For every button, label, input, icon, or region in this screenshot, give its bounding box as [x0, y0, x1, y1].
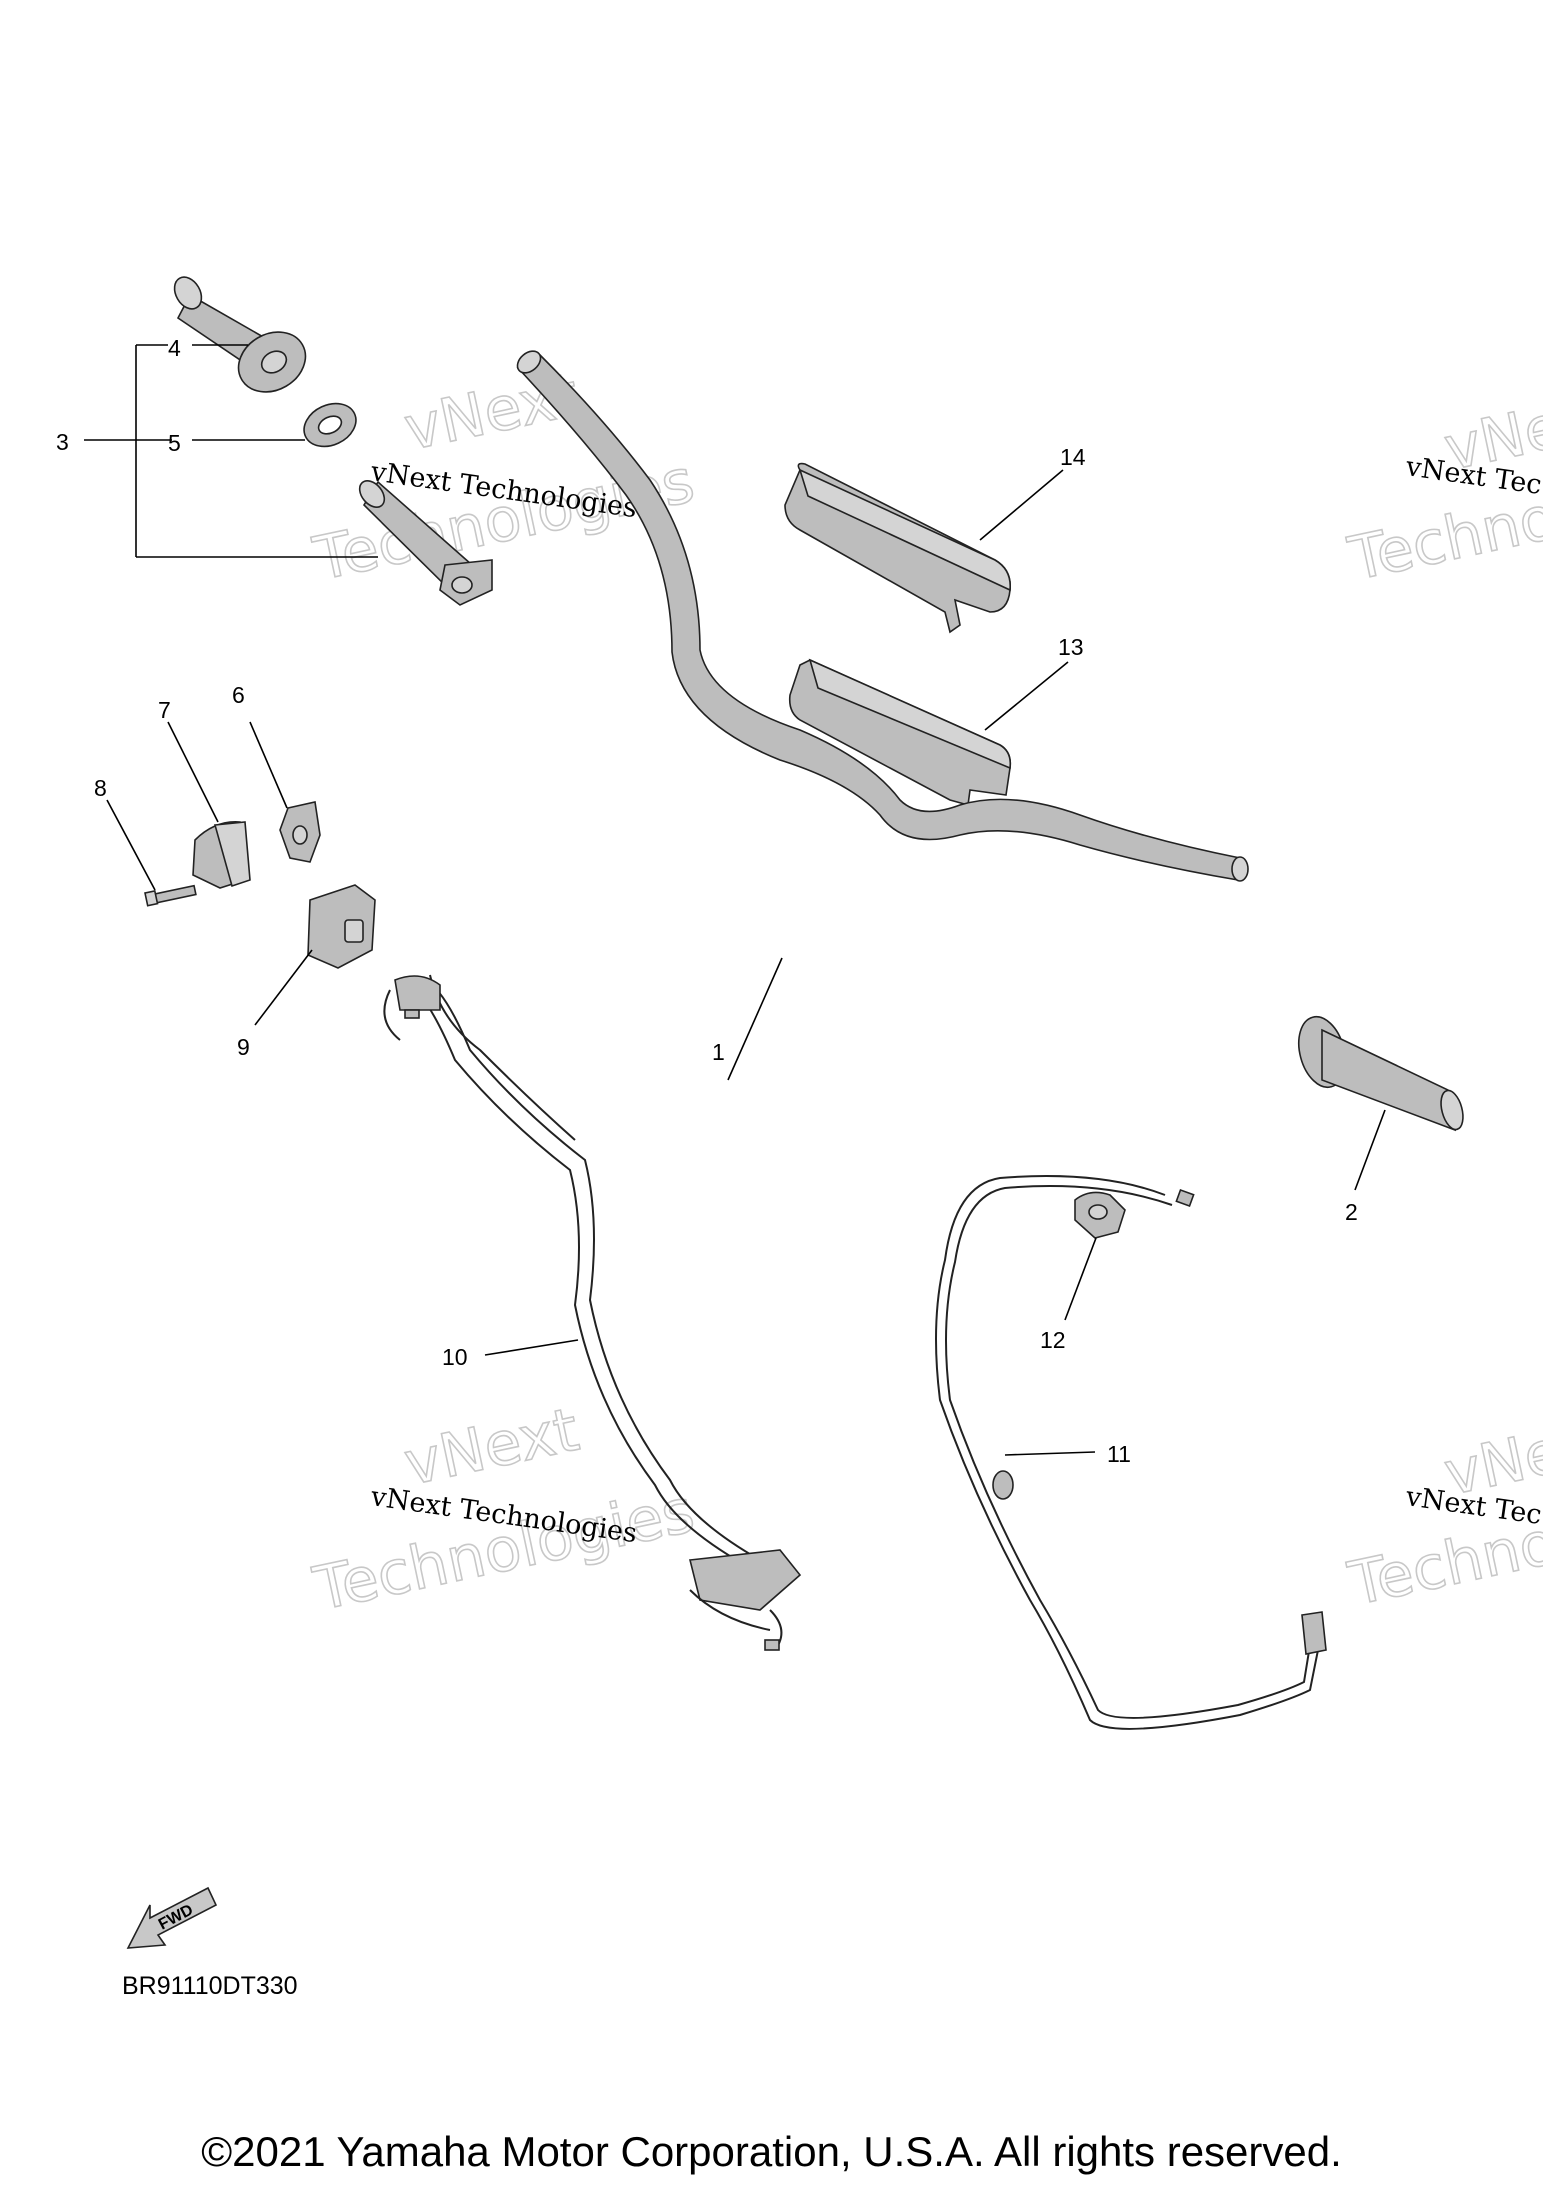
callout-11: 11: [1107, 1441, 1131, 1467]
callout-5: 5: [168, 430, 181, 456]
part-handlebar: [516, 350, 1249, 882]
watermark-outline-bottom: Technologies: [308, 1476, 701, 1625]
callout-2: 2: [1345, 1199, 1358, 1225]
callout-1: 1: [712, 1039, 725, 1065]
callout-12: 12: [1040, 1327, 1066, 1353]
callout-6: 6: [232, 682, 245, 708]
part-handlebar-pad-cover: [784, 462, 1012, 634]
part-screw: [144, 884, 197, 907]
part-housing-cap: [192, 821, 251, 889]
part-grip-left: [173, 276, 307, 393]
callout-3: 3: [56, 429, 69, 455]
callout-10: 10: [442, 1344, 468, 1370]
part-throttle-tube: [358, 480, 493, 606]
callout-9: 9: [237, 1034, 250, 1060]
callout-8: 8: [94, 775, 107, 801]
leader-lines: [84, 344, 1386, 1456]
callout-14: 14: [1060, 444, 1086, 470]
watermark-group-bottom-right: vNe Techno vNext Tec: [1342, 1416, 1543, 1621]
callout-7: 7: [158, 697, 171, 723]
watermark-group-top-right: vNe Techno vNext Tec: [1342, 391, 1543, 596]
watermark-outline-top: vNext: [399, 1395, 585, 1500]
callout-13: 13: [1058, 634, 1084, 660]
part-cable-left: [383, 974, 802, 1651]
part-adjuster: [1074, 1191, 1126, 1239]
part-grip-right: [1297, 1015, 1464, 1132]
part-switch: [307, 884, 376, 969]
watermark-group-bottom-left: vNext Technologies vNext Technologies: [307, 1394, 701, 1626]
callout-4: 4: [168, 335, 181, 361]
figure-code: BR91110DT330: [122, 1972, 298, 2000]
part-cable-right: [935, 1175, 1327, 1730]
copyright-notice: ©2021 Yamaha Motor Corporation, U.S.A. A…: [201, 2128, 1342, 2175]
part-clamp: [279, 801, 321, 863]
part-collar: [303, 402, 357, 448]
fwd-arrow-icon: FWD: [126, 1886, 218, 1949]
watermark-outline-bottom-cut: Techno: [1343, 483, 1543, 595]
part-handlebar-pad: [788, 658, 1012, 807]
